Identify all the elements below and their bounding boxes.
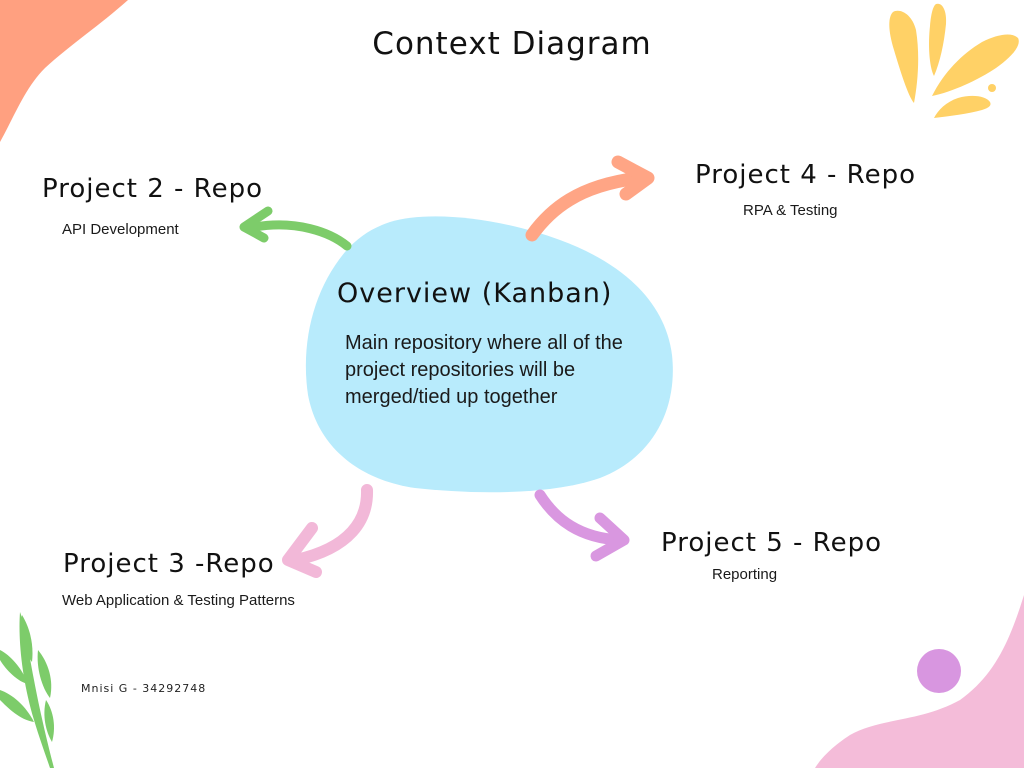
project-5-title: Project 5 - Repo: [661, 528, 882, 558]
author-credit: Mnisi G - 34292748: [81, 682, 207, 695]
project-2-subtitle: API Development: [62, 221, 179, 238]
diagram-title: Context Diagram: [372, 26, 652, 62]
green-leaves-icon: [0, 612, 54, 768]
arrow-to-project-2: [239, 206, 352, 251]
project-3-subtitle: Web Application & Testing Patterns: [62, 592, 295, 609]
pink-blob: [815, 595, 1024, 768]
project-3-title: Project 3 -Repo: [63, 549, 275, 579]
project-5-subtitle: Reporting: [712, 566, 778, 583]
project-2-title: Project 2 - Repo: [42, 174, 263, 204]
overview-description: Main repository where all of the project…: [345, 332, 623, 408]
project-4-subtitle: RPA & Testing: [743, 202, 838, 219]
project-4-title: Project 4 - Repo: [695, 160, 916, 190]
arrow-to-project-4: [525, 155, 655, 242]
overview-title: Overview (Kanban): [337, 278, 613, 309]
arrow-to-project-5: [534, 489, 630, 562]
yellow-leaves-icon: [889, 3, 1019, 118]
orange-blob: [0, 0, 128, 142]
overview-blob: [305, 216, 673, 493]
purple-dot: [917, 649, 961, 693]
arrow-to-project-3: [282, 484, 374, 578]
